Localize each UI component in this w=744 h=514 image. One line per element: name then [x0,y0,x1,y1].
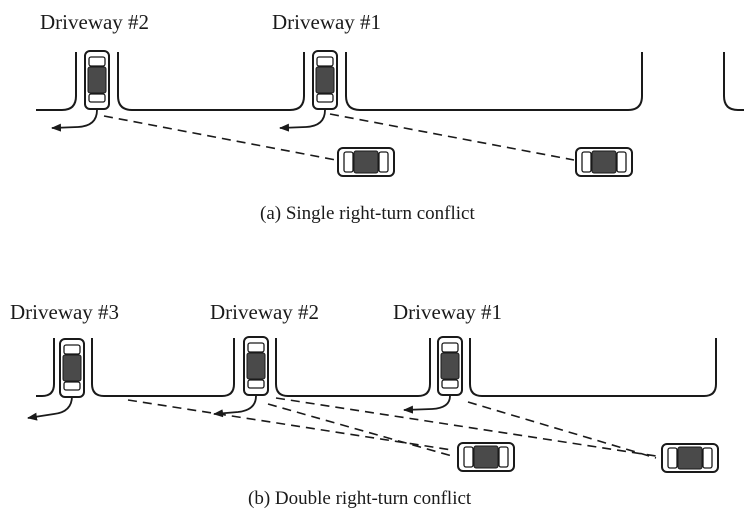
waiting-car-b-driveway-1 [437,336,463,396]
conflict-path-a-1 [103,115,337,161]
turn-arrow-a-driveway-2 [51,109,98,132]
conflict-path-b-3 [275,397,657,457]
through-car-b-2 [661,443,719,473]
driveway-3-label-b: Driveway #3 [10,300,119,324]
waiting-car-a-driveway-2 [84,50,110,110]
turn-arrow-a-driveway-1 [279,109,326,132]
conflict-path-b-4 [467,401,657,459]
through-car-a-1 [337,147,395,177]
driveway-1-label-a: Driveway #1 [272,10,381,34]
turn-arrow-b-driveway-2 [213,395,257,418]
driveway-1-label-b: Driveway #1 [393,300,502,324]
conflict-path-b-1 [127,399,453,451]
conflict-path-b-2 [267,403,453,457]
diagram-b: Driveway #3 Driveway #2 Driveway #1 (b) … [10,300,719,509]
turn-arrow-b-driveway-1 [403,395,451,414]
waiting-car-b-driveway-2 [243,336,269,396]
driveway-2-label-b: Driveway #2 [210,300,319,324]
curb-line-b [36,338,717,397]
curb-line-a [36,52,744,111]
through-car-b-1 [457,442,515,472]
caption-a: (a) Single right-turn conflict [260,203,475,224]
waiting-car-a-driveway-1 [312,50,338,110]
caption-b: (b) Double right-turn conflict [248,488,472,509]
waiting-car-b-driveway-3 [59,338,85,398]
diagram-a: Driveway #2 Driveway #1 (a) Single right… [36,10,744,224]
through-car-a-2 [575,147,633,177]
turn-arrow-b-driveway-3 [27,395,73,421]
driveway-2-label-a: Driveway #2 [40,10,149,34]
conflict-path-a-2 [329,113,575,161]
